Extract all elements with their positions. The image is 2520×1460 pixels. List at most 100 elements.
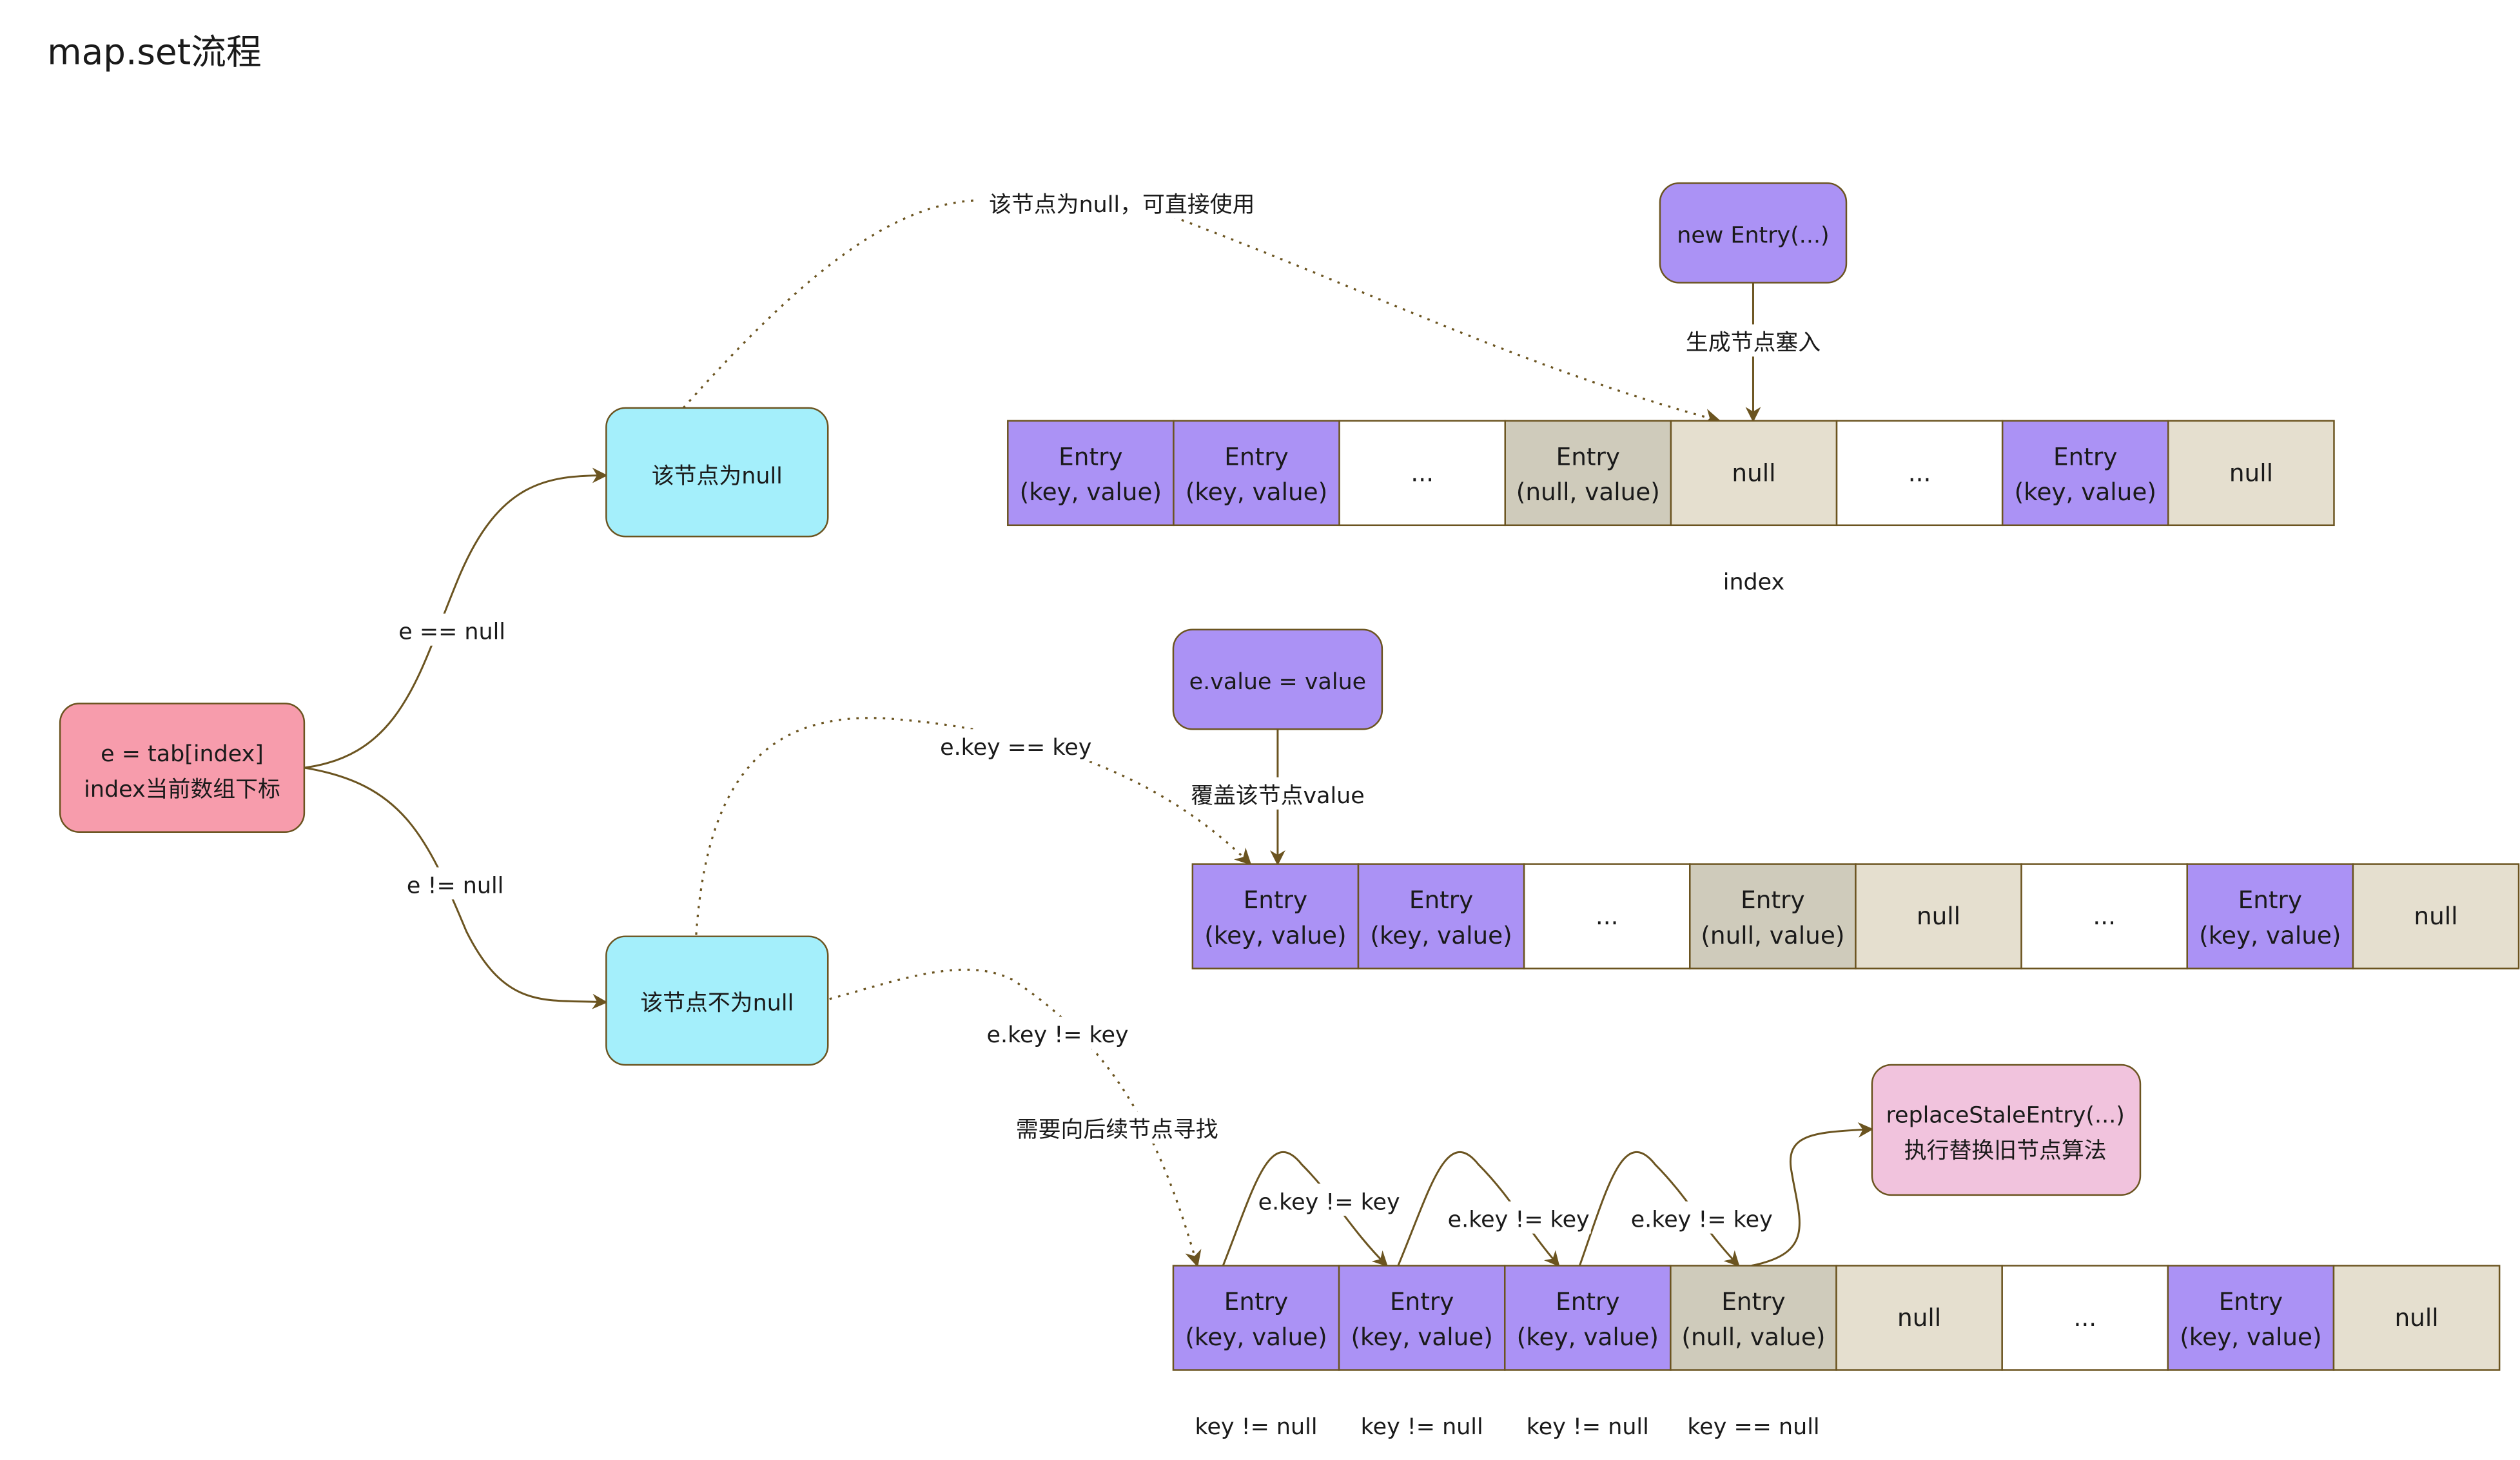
cell-text: Entry bbox=[2219, 1287, 2283, 1316]
svg-text:replaceStaleEntry(...): replaceStaleEntry(...) bbox=[1886, 1103, 2124, 1129]
array-cell-null: null bbox=[2332, 1265, 2501, 1371]
edge-label-hop-2: e.key != key bbox=[1446, 1201, 1591, 1234]
edge-label-e-ne-null: e != null bbox=[402, 867, 509, 900]
svg-text:该节点为null: 该节点为null bbox=[652, 463, 783, 489]
node-new-entry: new Entry(...) bbox=[1659, 182, 1848, 284]
edge-key-ne bbox=[829, 968, 1202, 1267]
array-1: Entry(key, value)Entry(key, value)...Ent… bbox=[1007, 420, 2335, 595]
cell-text: (key, value) bbox=[1370, 921, 1512, 949]
svg-text:e.value = value: e.value = value bbox=[1189, 669, 1366, 695]
cell-text: (key, value) bbox=[1185, 1323, 1327, 1351]
cell-text: (key, value) bbox=[2180, 1323, 2321, 1351]
array-cell-stale: Entry (null, value) bbox=[1689, 863, 1857, 969]
edge-label-hop-1: e.key != key bbox=[1256, 1183, 1402, 1216]
cell-caption: key != null bbox=[1195, 1414, 1318, 1440]
array-cell-null: null bbox=[1670, 420, 1838, 527]
cell-text: null bbox=[2229, 458, 2273, 487]
array-cell-entry: Entry (key, value) bbox=[1173, 420, 1340, 527]
svg-text:e.key != key: e.key != key bbox=[1631, 1207, 1773, 1233]
svg-text:index当前数组下标: index当前数组下标 bbox=[84, 777, 280, 803]
cell-text: Entry bbox=[2053, 442, 2117, 471]
array-cell-entry: Entry (key, value) bbox=[2001, 420, 2169, 527]
cell-text: (null, value) bbox=[1516, 478, 1660, 506]
cell-text: (key, value) bbox=[2015, 478, 2156, 506]
edge-label-use-directly: 该节点为null，可直接使用 bbox=[977, 186, 1270, 219]
array-cell-entry: Entry (key, value) bbox=[1338, 1265, 1506, 1371]
cell-text: (key, value) bbox=[1020, 478, 1162, 506]
cell-caption: index bbox=[1723, 569, 1784, 595]
cell-text: null bbox=[1732, 458, 1775, 487]
svg-text:e.key != key: e.key != key bbox=[987, 1022, 1129, 1048]
svg-text:e != null: e != null bbox=[407, 873, 503, 899]
cell-text: Entry bbox=[1556, 1287, 1619, 1316]
cell-text: Entry bbox=[2238, 886, 2302, 914]
node-is-null: 该节点为null bbox=[605, 407, 829, 538]
array-cell-entry: Entry (key, value) bbox=[1191, 863, 1360, 969]
node-root: e = tab[index] index当前数组下标 bbox=[59, 703, 306, 833]
edge-replace bbox=[1751, 1122, 1874, 1267]
svg-text:e.key != key: e.key != key bbox=[1448, 1207, 1590, 1233]
array-cell-null: null bbox=[2167, 420, 2335, 527]
array-3: Entry (key, value) Entry (key, value) Entry (… bbox=[1172, 1265, 2501, 1440]
cell-text: Entry bbox=[1556, 442, 1620, 471]
cell-text: Entry bbox=[1224, 442, 1288, 471]
edge-e-ne-null bbox=[304, 766, 608, 1009]
svg-text:执行替换旧节点算法: 执行替换旧节点算法 bbox=[1904, 1138, 2107, 1164]
edge-e-eq-null bbox=[304, 467, 608, 769]
array-cell-null: null bbox=[1855, 863, 2022, 969]
arrays: Entry(key, value)Entry(key, value)...Ent… bbox=[1007, 420, 2520, 1440]
array-cell-entry: Entry (key, value) bbox=[1503, 1265, 1672, 1371]
array-cell-empty: ... bbox=[1835, 420, 2004, 527]
array-cell-empty: ... bbox=[2020, 863, 2188, 969]
svg-text:需要向后续节点寻找: 需要向后续节点寻找 bbox=[1016, 1117, 1218, 1143]
cell-text: (key, value) bbox=[1517, 1323, 1659, 1351]
array-cell-stale: Entry (null, value) bbox=[1670, 1265, 1837, 1371]
edge-use-directly bbox=[682, 199, 1719, 421]
cell-caption: key != null bbox=[1361, 1414, 1483, 1440]
array-cell-entry: Entry (key, value) bbox=[2186, 863, 2354, 969]
cell-text: (key, value) bbox=[1351, 1323, 1492, 1351]
array-cell-entry: Entry (key, value) bbox=[1357, 863, 1525, 969]
array-2: Entry (key, value) Entry (key, value)... Ent… bbox=[1191, 863, 2520, 969]
cell-text: (null, value) bbox=[1681, 1323, 1825, 1351]
svg-text:该节点不为null: 该节点不为null bbox=[640, 990, 794, 1016]
cell-text: null bbox=[1897, 1303, 1941, 1332]
svg-text:e = tab[index]: e = tab[index] bbox=[101, 741, 264, 767]
cell-caption: key != null bbox=[1527, 1414, 1649, 1440]
svg-text:生成节点塞入: 生成节点塞入 bbox=[1686, 330, 1821, 356]
edge-label-key-ne: e.key != key bbox=[983, 1017, 1132, 1049]
array-cell-entry: Entry (key, value) bbox=[2167, 1265, 2335, 1371]
cell-text: Entry bbox=[1409, 886, 1473, 914]
svg-text:new Entry(...): new Entry(...) bbox=[1677, 222, 1829, 248]
array-cell-empty: ... bbox=[1338, 420, 1506, 527]
edge-label-hop-3: e.key != key bbox=[1629, 1201, 1774, 1234]
cell-text: null bbox=[1917, 902, 1960, 930]
cell-text: ... bbox=[1596, 902, 1619, 930]
cell-text: Entry bbox=[1244, 886, 1307, 914]
edge-label-e-eq-null: e == null bbox=[392, 613, 512, 646]
cell-text: null bbox=[2394, 1303, 2438, 1332]
cell-text: Entry bbox=[1741, 886, 1804, 914]
svg-text:e == null: e == null bbox=[398, 619, 505, 645]
cell-text: (null, value) bbox=[1701, 921, 1844, 949]
edge-label-search-next: 需要向后续节点寻找 bbox=[1002, 1111, 1231, 1144]
cell-text: (key, value) bbox=[2199, 921, 2341, 949]
cell-text: ... bbox=[2073, 1303, 2096, 1332]
node-set-value: e.value = value bbox=[1172, 628, 1383, 730]
svg-text:覆盖该节点value: 覆盖该节点value bbox=[1191, 783, 1365, 809]
cell-text: Entry bbox=[1721, 1287, 1785, 1316]
svg-text:e.key == key: e.key == key bbox=[940, 735, 1091, 761]
cell-text: Entry bbox=[1390, 1287, 1454, 1316]
array-cell-empty: ... bbox=[1523, 863, 1691, 969]
array-cell-entry: Entry(key, value) bbox=[1172, 1265, 1340, 1371]
node-replace-stale-entry: replaceStaleEntry(...) 执行替换旧节点算法 bbox=[1871, 1064, 2142, 1196]
array-cell-null: null bbox=[2352, 863, 2520, 969]
array-cell-null: null bbox=[1835, 1265, 2003, 1371]
edge-label-key-eq: e.key == key bbox=[939, 729, 1093, 762]
cell-text: ... bbox=[1411, 458, 1434, 487]
cell-text: Entry bbox=[1059, 442, 1122, 471]
cell-text: (key, value) bbox=[1186, 478, 1327, 506]
cell-text: ... bbox=[2093, 902, 2116, 930]
cell-text: (key, value) bbox=[1204, 921, 1346, 949]
